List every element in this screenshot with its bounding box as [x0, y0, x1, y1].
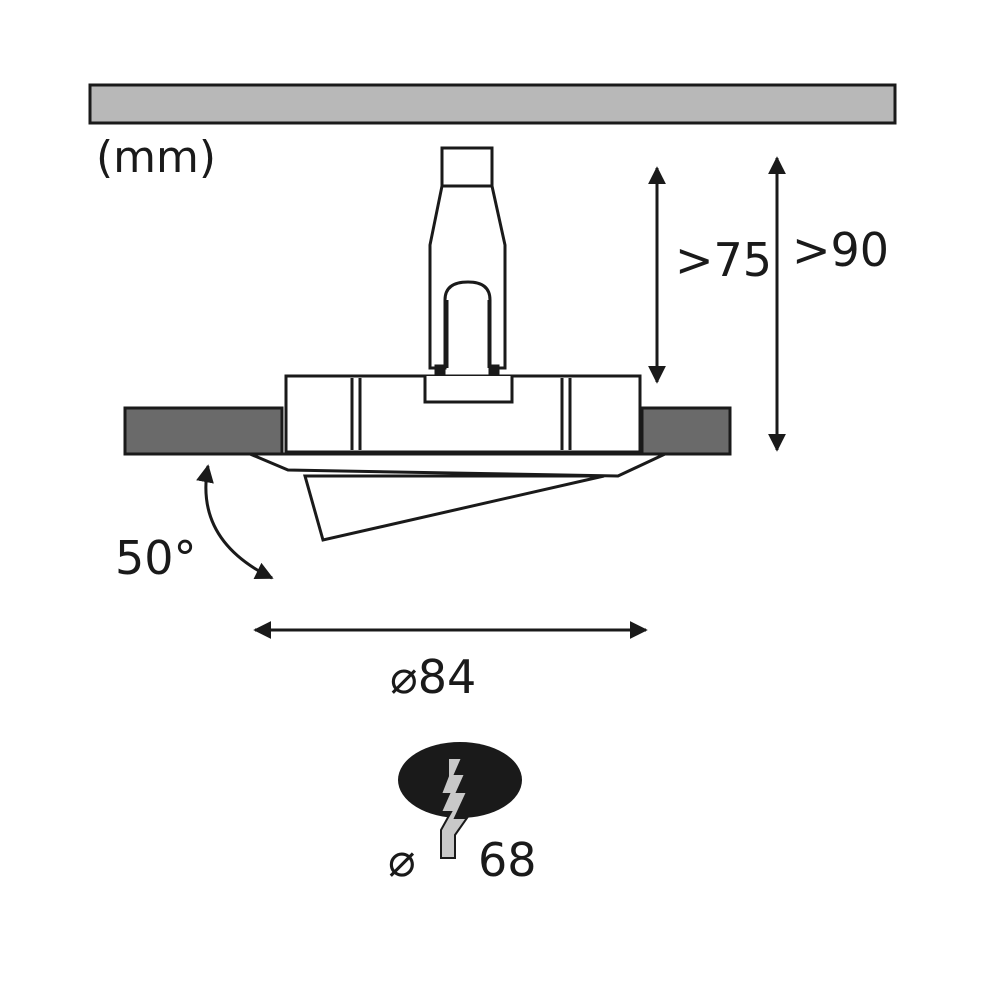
tilt-angle-label: 50°	[115, 531, 197, 585]
outer-diameter-label: ⌀84	[390, 650, 476, 704]
cutout-value: 68	[478, 833, 537, 887]
units-label: (mm)	[96, 132, 216, 183]
housing-body	[284, 374, 642, 454]
max-depth-label: >90	[792, 223, 889, 277]
trim-ring-right	[640, 406, 732, 456]
ceiling-hole-cutout-icon	[398, 742, 522, 859]
ceiling-plate	[88, 83, 897, 125]
cutout-symbol: ⌀	[388, 833, 416, 887]
curved-double-arrow-icon	[196, 464, 274, 580]
tilted-lamp-unit	[249, 452, 666, 542]
trim-ring-left	[123, 406, 284, 456]
min-depth-label: >75	[675, 233, 772, 287]
spring-clip	[428, 146, 507, 382]
